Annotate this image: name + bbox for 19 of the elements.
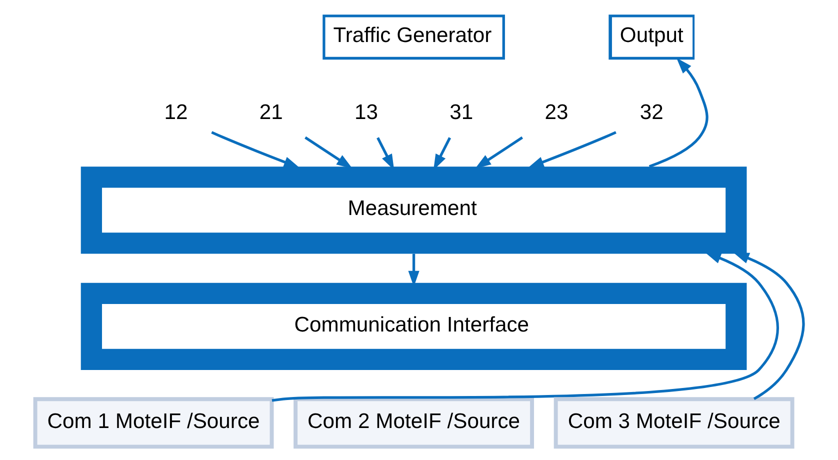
arrow [648, 58, 708, 168]
node-text: 13 [354, 100, 378, 124]
arrow [732, 252, 804, 400]
node-box: Measurement [80, 166, 746, 254]
arrow [304, 136, 352, 169]
node-box: Com 3 MoteIF /Source [553, 397, 794, 449]
node-text: 21 [258, 100, 282, 124]
node-text: 23 [544, 100, 568, 124]
arrow [210, 131, 300, 168]
node-text: 12 [164, 100, 188, 124]
node-text: 32 [639, 100, 663, 124]
node-box: Com 1 MoteIF /Source [32, 397, 274, 449]
node-box: Com 2 MoteIF /Source [293, 397, 534, 449]
arrow [474, 136, 523, 169]
arrow [271, 252, 778, 402]
node-box: Traffic Generator [322, 14, 504, 60]
arrow [527, 131, 616, 168]
node-text: 31 [449, 100, 473, 124]
node-box: Communication Interface [80, 282, 746, 370]
